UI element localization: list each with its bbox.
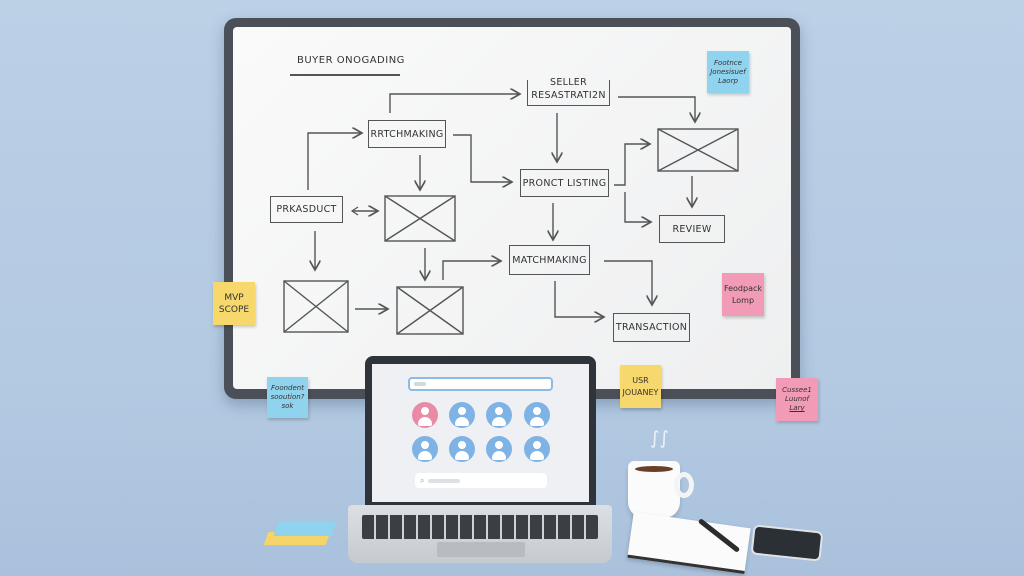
whiteboard-surface xyxy=(233,27,791,389)
note-line: Cussee1 xyxy=(782,386,812,394)
cup-handle xyxy=(674,472,694,498)
placeholder-boxes xyxy=(283,128,739,335)
keyboard xyxy=(362,515,598,539)
sticky-note-user-journey: USR JOUANEY xyxy=(620,365,661,408)
note-line: Foondent xyxy=(271,384,304,392)
box-seller-registration: SELLER RESASTRATI2N xyxy=(527,75,610,106)
note-line: SCOPE xyxy=(218,304,250,315)
user-avatar-icon[interactable] xyxy=(412,436,438,462)
note-line: USR xyxy=(632,375,649,385)
user-avatar-icon[interactable] xyxy=(449,402,475,428)
user-avatar-icon[interactable] xyxy=(486,436,512,462)
box-label: RESASTRATI2N xyxy=(531,89,606,101)
coffee-cup-icon xyxy=(628,461,680,518)
magnifier-icon: ⌕ xyxy=(420,475,425,485)
user-avatar-icon[interactable] xyxy=(486,402,512,428)
wireframe-placeholder xyxy=(396,286,464,335)
box-review: REVIEW xyxy=(659,215,725,243)
arrow xyxy=(624,192,651,222)
arrow xyxy=(389,94,520,113)
user-avatar-icon[interactable] xyxy=(524,402,550,428)
note-line: Feodpack xyxy=(723,283,763,293)
arrow xyxy=(614,144,650,186)
note-line: sok xyxy=(281,402,294,410)
note-line: Luunof xyxy=(785,395,809,403)
search-placeholder-bar xyxy=(428,478,461,483)
note-line: sooution? xyxy=(270,393,305,401)
arrow xyxy=(307,133,362,190)
box-label: SELLER xyxy=(546,75,591,89)
user-avatar-icon[interactable] xyxy=(412,402,438,428)
box-product-listing: PRONCT LISTING xyxy=(520,169,609,197)
note-line: Lomp xyxy=(731,295,755,305)
user-avatar-icon[interactable] xyxy=(449,436,475,462)
arrow xyxy=(618,96,695,122)
bottom-search-field[interactable]: ⌕ xyxy=(415,473,547,488)
box-prkasduct: PRKASDUCT xyxy=(270,196,343,223)
arrow xyxy=(604,260,652,305)
search-bar[interactable] xyxy=(408,377,553,391)
note-line: Lary xyxy=(789,404,805,412)
title-underline xyxy=(290,74,400,76)
arrow xyxy=(554,281,604,317)
user-avatar-icon[interactable] xyxy=(524,436,550,462)
wireframe-placeholder xyxy=(384,195,456,242)
note-line: MVP xyxy=(224,292,244,303)
note-line: Footnce xyxy=(714,58,742,67)
wireframe-placeholder xyxy=(283,280,349,333)
arrow xyxy=(453,134,512,182)
box-matchmaking: MATCHMAKING xyxy=(509,245,590,275)
note-line: Jonesisuef xyxy=(710,67,746,76)
note-line: Laorp xyxy=(718,76,738,85)
sticky-pad-blue xyxy=(273,522,337,536)
arrow xyxy=(442,261,501,280)
steam-icon: ∫∫ xyxy=(650,428,669,449)
note-line: JOUANEY xyxy=(622,387,659,397)
trackpad xyxy=(437,542,525,557)
wireframe-placeholder xyxy=(657,128,739,172)
box-rrtchmaking: RRTCHMAKING xyxy=(368,120,446,148)
board-title: BUYER ONOGADING xyxy=(297,55,405,66)
box-transaction: TRANSACTION xyxy=(613,313,690,342)
